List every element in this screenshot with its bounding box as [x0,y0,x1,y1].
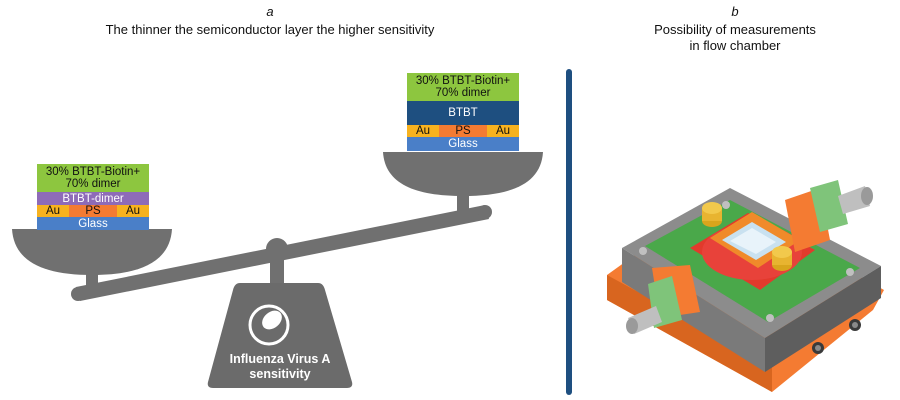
left-pan-post [86,272,98,292]
right-layer-biotin-mix: 30% BTBT-Biotin+ 70% dimer [407,73,519,101]
panel-a-title: The thinner the semiconductor layer the … [105,22,435,37]
weight-body [207,283,353,388]
right-electrode-au-1: Au [407,125,439,137]
panel-b-title: Possibility of measurements in flow cham… [654,22,816,53]
right-layer-glass: Glass [407,137,519,151]
weight-label: Influenza Virus A sensitivity [229,352,331,381]
right-electrode-ps: PS [439,125,487,137]
pivot-post [270,249,284,289]
right-pan [383,152,543,196]
gauge-icon [248,304,290,346]
right-electrode-row: Au PS Au [407,125,519,137]
panel-b-letter: b [731,4,739,19]
flow-chamber-device [607,180,884,392]
right-layer-btbt: BTBT [407,101,519,125]
left-layer-btbt-dimer: BTBT-dimer [37,192,149,205]
left-layer-glass: Glass [37,217,149,230]
left-electrode-au-1: Au [37,205,69,217]
left-electrode-row: Au PS Au [37,205,149,217]
left-electrode-ps: PS [69,205,117,217]
left-electrode-au-2: Au [117,205,149,217]
left-pan [12,229,172,275]
left-layer-biotin-mix: 30% BTBT-Biotin+ 70% dimer [37,164,149,192]
right-electrode-au-2: Au [487,125,519,137]
right-pan-post [457,193,469,213]
panel-a-letter: a [266,4,274,19]
